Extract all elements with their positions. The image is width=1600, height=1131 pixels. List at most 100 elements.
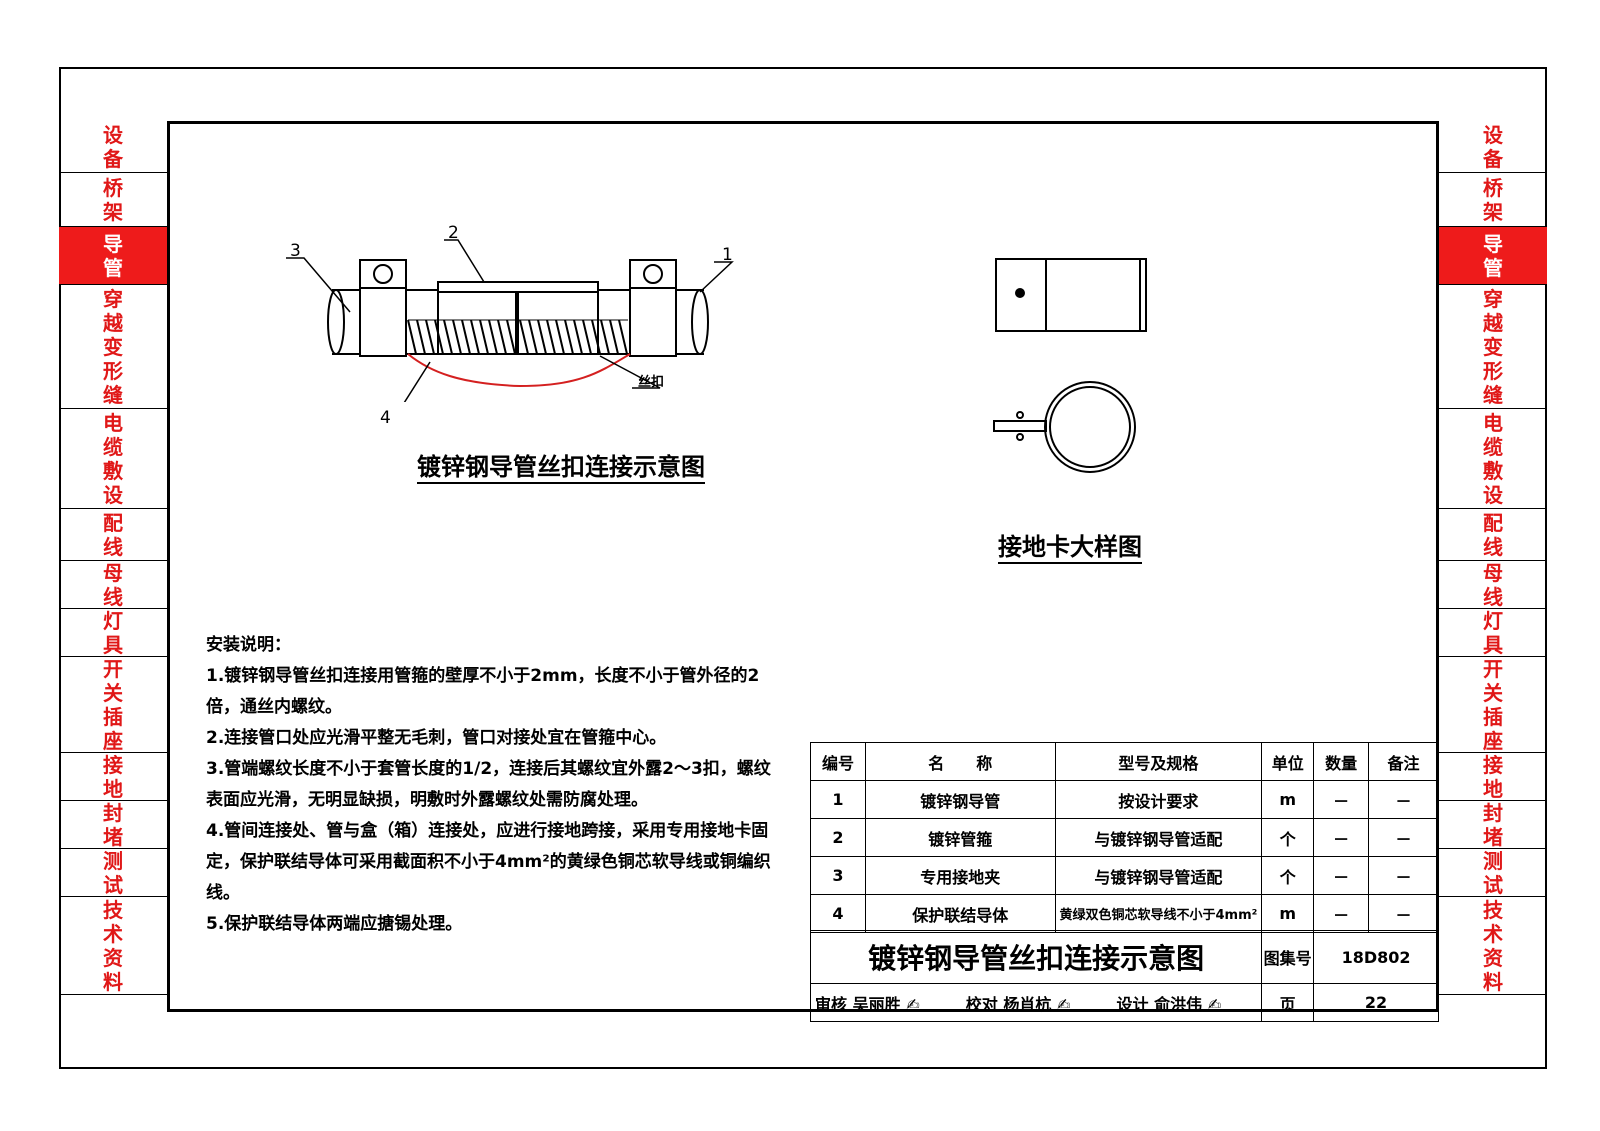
side-tab-right-13[interactable]: 技术资料	[1439, 897, 1547, 995]
note-item-1: 1.镀锌钢导管丝扣连接用管箍的壁厚不小于2mm，长度不小于管外径的2倍，通丝内螺…	[206, 666, 760, 717]
side-tab-left-1[interactable]: 设备	[59, 121, 167, 173]
side-tab-left-13[interactable]: 技术资料	[59, 897, 167, 995]
side-tab-right-4[interactable]: 穿越变形缝	[1439, 285, 1547, 409]
cell: 黄绿双色铜芯软导线不小于4mm²	[1054, 894, 1263, 933]
cell: －	[1313, 780, 1370, 819]
side-tab-right-3[interactable]: 导管	[1439, 227, 1547, 285]
note-item-5: 5.保护联结导体两端应搪锡处理。	[206, 914, 463, 934]
cell: 与镀锌钢导管适配	[1054, 818, 1263, 857]
side-tab-label: 测试	[103, 848, 123, 897]
side-tab-left-12[interactable]: 测试	[59, 849, 167, 897]
review-label: 审核	[815, 994, 848, 1014]
design-label: 设计	[1116, 994, 1149, 1014]
side-tab-label: 电缆敷设	[1483, 410, 1503, 507]
thread-hatching	[407, 319, 628, 355]
table-row: 4 保护联结导体 黄绿双色铜芯软导线不小于4mm² m － －	[810, 894, 1439, 933]
outer-frame	[59, 67, 1547, 1069]
side-tab-right-11[interactable]: 封堵	[1439, 801, 1547, 849]
side-tab-right-8[interactable]: 灯具	[1439, 609, 1547, 657]
side-tab-label: 技术资料	[103, 897, 123, 994]
atlas-label: 图集号	[1261, 930, 1315, 984]
installation-notes: 安装说明： 1.镀锌钢导管丝扣连接用管箍的壁厚不小于2mm，长度不小于管外径的2…	[206, 630, 786, 940]
side-tab-label: 接地	[103, 752, 123, 801]
side-tab-label: 灯具	[1483, 608, 1503, 657]
side-tab-right-7[interactable]: 母线	[1439, 561, 1547, 609]
callout-1: 1	[722, 245, 733, 265]
note-item-2: 2.连接管口处应光滑平整无毛刺，管口对接处宜在管箍中心。	[206, 728, 667, 748]
header-cell: 名 称	[864, 742, 1056, 781]
side-tab-label: 接地	[1483, 752, 1503, 801]
side-tab-label: 桥架	[103, 175, 123, 224]
side-tab-label: 灯具	[103, 608, 123, 657]
table-row: 3 专用接地夹 与镀锌钢导管适配 个 － －	[810, 856, 1439, 895]
cell: 1	[810, 780, 866, 819]
checker-signature: ✍	[1056, 994, 1071, 1014]
side-tab-label: 设备	[1483, 122, 1503, 171]
cell: 个	[1261, 856, 1315, 895]
checker-name: 杨肖杭	[1003, 994, 1052, 1014]
side-tab-label: 穿越变形缝	[1483, 286, 1503, 407]
side-tab-label: 穿越变形缝	[103, 286, 123, 407]
side-tab-label: 母线	[1483, 560, 1503, 609]
note-item-3: 3.管端螺纹长度不小于套管长度的1/2，连接后其螺纹宜外露2～3扣，螺纹表面应光…	[206, 759, 771, 810]
side-tab-left-4[interactable]: 穿越变形缝	[59, 285, 167, 409]
thread-label: 丝扣	[638, 374, 664, 390]
note-item-4: 4.管间连接处、管与盒（箱）连接处，应进行接地跨接，采用专用接地卡固定，保护联结…	[206, 821, 771, 903]
cell: 保护联结导体	[864, 894, 1056, 933]
reviewer-signature: ✍	[906, 994, 920, 1014]
side-tab-label: 开关插座	[103, 656, 123, 753]
coupling	[437, 281, 599, 355]
header-cell: 型号及规格	[1054, 742, 1263, 781]
side-tab-left-3[interactable]: 导管	[59, 227, 167, 285]
header-cell: 单位	[1261, 742, 1315, 781]
side-tab-right-10[interactable]: 接地	[1439, 753, 1547, 801]
side-tab-right-9[interactable]: 开关插座	[1439, 657, 1547, 753]
cell: 按设计要求	[1054, 780, 1263, 819]
side-tab-left-6[interactable]: 配线	[59, 509, 167, 561]
cell: －	[1313, 856, 1370, 895]
cell: －	[1368, 894, 1439, 933]
side-tab-left-5[interactable]: 电缆敷设	[59, 409, 167, 509]
bonding-conductor	[407, 353, 631, 388]
side-tab-right-5[interactable]: 电缆敷设	[1439, 409, 1547, 509]
side-tab-left-11[interactable]: 封堵	[59, 801, 167, 849]
check-label: 校对	[965, 994, 998, 1014]
side-tab-left-10[interactable]: 接地	[59, 753, 167, 801]
table-row: 2 镀锌管箍 与镀锌钢导管适配 个 － －	[810, 818, 1439, 857]
header-cell: 编号	[810, 742, 866, 781]
side-tab-right-6[interactable]: 配线	[1439, 509, 1547, 561]
side-tab-left-2[interactable]: 桥架	[59, 173, 167, 227]
threaded-coupling-diagram: 3 2 1 丝扣	[286, 223, 734, 402]
cell: 与镀锌钢导管适配	[1054, 856, 1263, 895]
ground-clamp-right	[629, 259, 677, 357]
title-block: 镀锌钢导管丝扣连接示意图 图集号 18D802 审核 吴丽胜 ✍ 校对 杨肖杭 …	[809, 930, 1439, 1022]
side-tab-label: 配线	[103, 510, 123, 559]
ground-clamp-left	[359, 259, 407, 357]
cell: －	[1368, 818, 1439, 857]
side-tab-left-9[interactable]: 开关插座	[59, 657, 167, 753]
side-tab-left-8[interactable]: 灯具	[59, 609, 167, 657]
header-cell: 数量	[1313, 742, 1370, 781]
notes-heading: 安装说明：	[206, 635, 291, 655]
side-tab-right-1[interactable]: 设备	[1439, 121, 1547, 173]
page-number: 22	[1313, 983, 1439, 1022]
side-tab-label: 封堵	[1483, 800, 1503, 849]
reviewer-name: 吴丽胜	[852, 994, 901, 1014]
side-tab-label: 导管	[103, 231, 123, 280]
side-tab-label: 母线	[103, 560, 123, 609]
side-tab-right-12[interactable]: 测试	[1439, 849, 1547, 897]
side-tab-label: 测试	[1483, 848, 1503, 897]
cell: －	[1368, 780, 1439, 819]
side-tab-label: 封堵	[103, 800, 123, 849]
side-tab-left-7[interactable]: 母线	[59, 561, 167, 609]
materials-table: 编号 名 称 型号及规格 单位 数量 备注 1 镀锌钢导管 按设计要求 m － …	[810, 742, 1439, 933]
cell: 2	[810, 818, 866, 857]
diagram1-caption: 镀锌钢导管丝扣连接示意图	[417, 447, 705, 484]
ground-clamp-detail	[993, 258, 1147, 473]
cell: m	[1261, 894, 1315, 933]
cell: 4	[810, 894, 866, 933]
cell: 专用接地夹	[864, 856, 1056, 895]
callout-2: 2	[448, 223, 459, 243]
side-tab-label: 配线	[1483, 510, 1503, 559]
side-tab-right-2[interactable]: 桥架	[1439, 173, 1547, 227]
